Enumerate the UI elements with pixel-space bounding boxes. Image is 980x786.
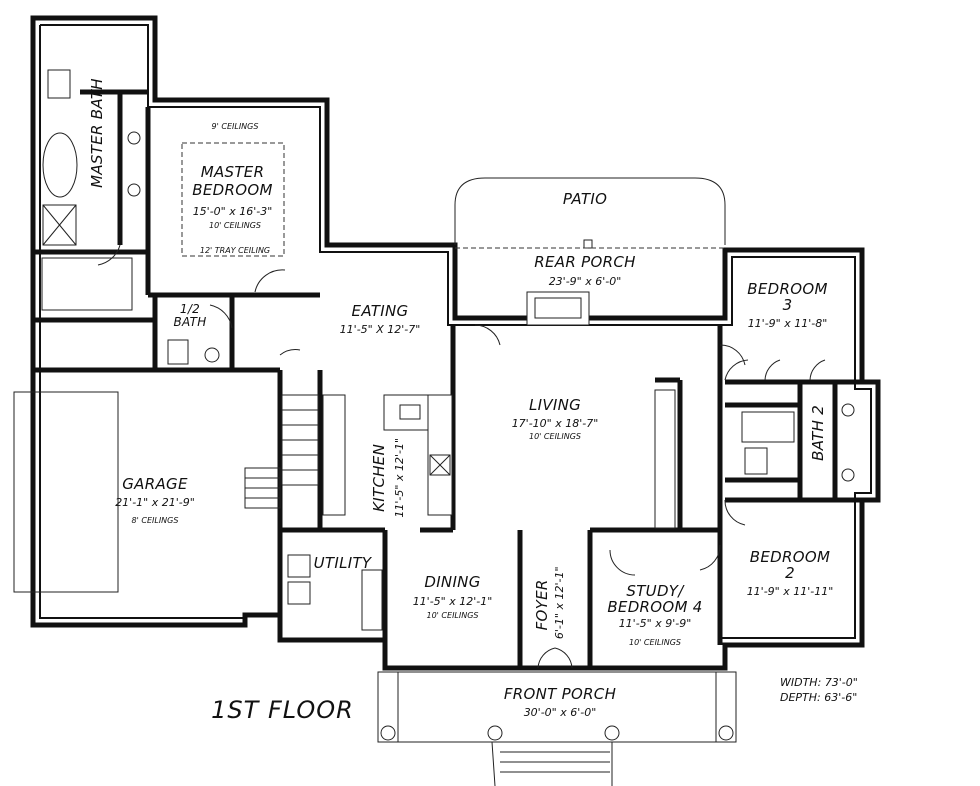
patio-outline — [454, 177, 726, 245]
depth-label: DEPTH: 63'-6" — [780, 691, 858, 704]
bedroom3-dim: 11'-9" x 11'-8" — [747, 317, 828, 330]
living-ceiling: 10' CEILINGS — [529, 432, 581, 441]
study-ceiling: 10' CEILINGS — [629, 638, 681, 647]
garage-dim: 21'-1" x 21'-9" — [115, 496, 195, 509]
living-built-in — [654, 389, 676, 529]
bedroom2-name2: 2 — [785, 564, 795, 582]
master-bedroom-name1: MASTER — [200, 163, 265, 181]
rear-porch-name: REAR PORCH — [534, 253, 636, 271]
master-bedroom-tray: 12' TRAY CEILING — [199, 246, 271, 255]
master-bath-label: MASTER BATH — [88, 78, 107, 188]
study-dim: 11'-5" x 9'-9" — [618, 617, 692, 630]
kitchen-counters — [322, 394, 453, 516]
width-label: WIDTH: 73'-0" — [780, 676, 858, 689]
patio-post — [583, 239, 593, 249]
garage-details — [13, 391, 281, 593]
master-suite-walls — [33, 69, 320, 373]
patio-label: PATIO — [562, 190, 608, 208]
dining-dim: 11'-5" x 12'-1" — [412, 595, 493, 608]
kitchen-name: KITCHEN — [370, 443, 389, 512]
garage-name: GARAGE — [122, 475, 188, 493]
dining-name: DINING — [424, 573, 481, 591]
kitchen-dim: 11'-5" x 12'-1" — [393, 437, 407, 518]
living-name: LIVING — [528, 396, 582, 414]
floor-title: 1ST FLOOR — [211, 696, 354, 724]
eating-name: EATING — [351, 302, 409, 320]
eating-dim: 11'-5" X 12'-7" — [339, 323, 421, 336]
dining-ceiling: 10' CEILINGS — [426, 611, 479, 620]
garage-ceiling: 8' CEILINGS — [131, 516, 179, 525]
fireplace — [526, 291, 590, 326]
living-dim: 17'-10" x 18'-7" — [511, 417, 599, 430]
rear-porch-dim: 23'-9" x 6'-0" — [548, 275, 622, 288]
half-bath-name1: 1/2 — [179, 302, 201, 316]
bath2-fixtures — [741, 403, 855, 482]
foyer-name: FOYER — [533, 579, 552, 631]
foyer-dim: 6'-1" x 12'-1" — [553, 566, 567, 640]
front-porch-name: FRONT PORCH — [503, 685, 617, 703]
tray-ceiling-outline — [181, 142, 285, 257]
master-bedroom-name2: BEDROOM — [192, 181, 273, 199]
bedroom3-name2: 3 — [782, 296, 793, 314]
utility-label: UTILITY — [313, 554, 372, 572]
master-bedroom-dim: 15'-0" x 16'-3" — [192, 205, 273, 218]
bedroom3-name1: BEDROOM — [747, 280, 828, 298]
utility-appliances — [287, 554, 383, 631]
doors — [279, 324, 826, 669]
bedroom2-name1: BEDROOM — [749, 548, 831, 566]
stairs — [281, 394, 319, 486]
master-bedroom-ceiling: 10' CEILINGS — [209, 221, 261, 230]
study-name2: BEDROOM 4 — [607, 598, 703, 616]
bedroom2-dim: 11'-9" x 11'-11" — [746, 585, 834, 598]
bath2-label: BATH 2 — [809, 404, 828, 461]
front-porch — [377, 671, 737, 786]
study-name1: STUDY/ — [626, 582, 684, 600]
half-bath-name2: BATH — [173, 315, 207, 329]
front-porch-dim: 30'-0" x 6'-0" — [523, 706, 597, 719]
master-bedroom-ceiling-top: 9' CEILINGS — [211, 122, 259, 131]
